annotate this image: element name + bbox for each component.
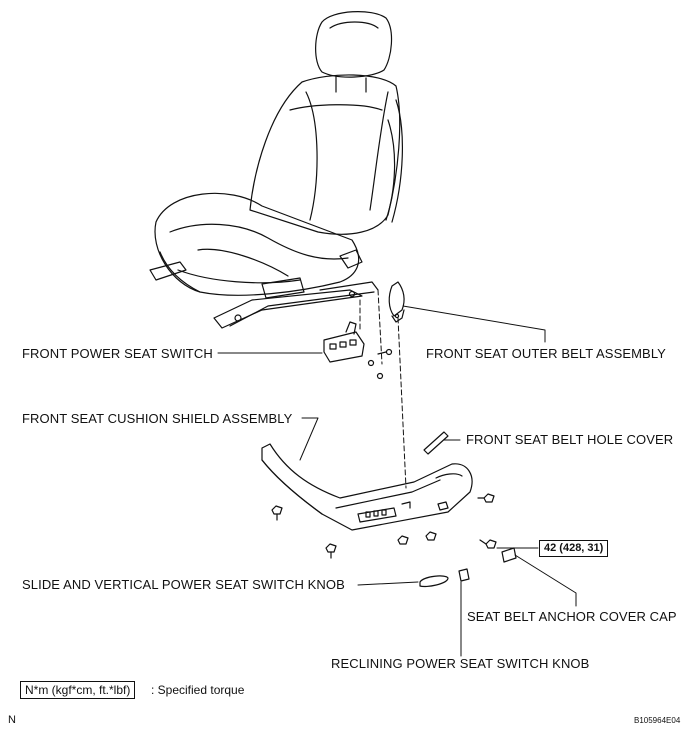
- belt-hole-cover: [423, 431, 449, 455]
- label-slide-and-vertical-power-seat-switch-knob: SLIDE AND VERTICAL POWER SEAT SWITCH KNO…: [22, 577, 345, 592]
- legend-description: : Specified torque: [151, 683, 245, 697]
- leader-lines: [217, 305, 577, 657]
- label-front-power-seat-switch: FRONT POWER SEAT SWITCH: [22, 346, 213, 361]
- slide-vertical-knob: [419, 575, 449, 588]
- label-front-seat-belt-hole-cover: FRONT SEAT BELT HOLE COVER: [466, 432, 674, 447]
- power-seat-switch: [323, 321, 393, 380]
- cushion-shield-assembly: [261, 443, 473, 531]
- bolt: [477, 493, 495, 503]
- reclining-knob: [458, 568, 470, 582]
- bolts: [271, 493, 497, 559]
- bolt: [479, 539, 497, 549]
- seat-rails: [149, 249, 379, 329]
- label-front-seat-outer-belt-assembly: FRONT SEAT OUTER BELT ASSEMBLY: [426, 346, 666, 361]
- corner-mark: N: [8, 714, 16, 726]
- bolt: [425, 531, 437, 541]
- headrest: [315, 11, 393, 93]
- torque-spec-box: 42 (428, 31): [539, 540, 609, 557]
- outer-belt-assembly: [388, 281, 405, 323]
- figure-id: B105964E04: [634, 716, 681, 725]
- bolt: [271, 505, 283, 521]
- label-seat-belt-anchor-cover-cap: SEAT BELT ANCHOR COVER CAP: [467, 609, 677, 624]
- anchor-cover-cap: [501, 547, 517, 563]
- label-front-seat-cushion-shield-assembly: FRONT SEAT CUSHION SHIELD ASSEMBLY: [22, 411, 293, 426]
- bolt: [325, 543, 337, 559]
- bolt: [397, 535, 409, 545]
- seat-cushion: [154, 192, 360, 296]
- label-reclining-power-seat-switch-knob: RECLINING POWER SEAT SWITCH KNOB: [331, 656, 590, 671]
- alignment-lines: [359, 289, 407, 489]
- legend-unit-box: N*m (kgf*cm, ft.*lbf): [20, 681, 136, 699]
- seat-back: [249, 74, 403, 235]
